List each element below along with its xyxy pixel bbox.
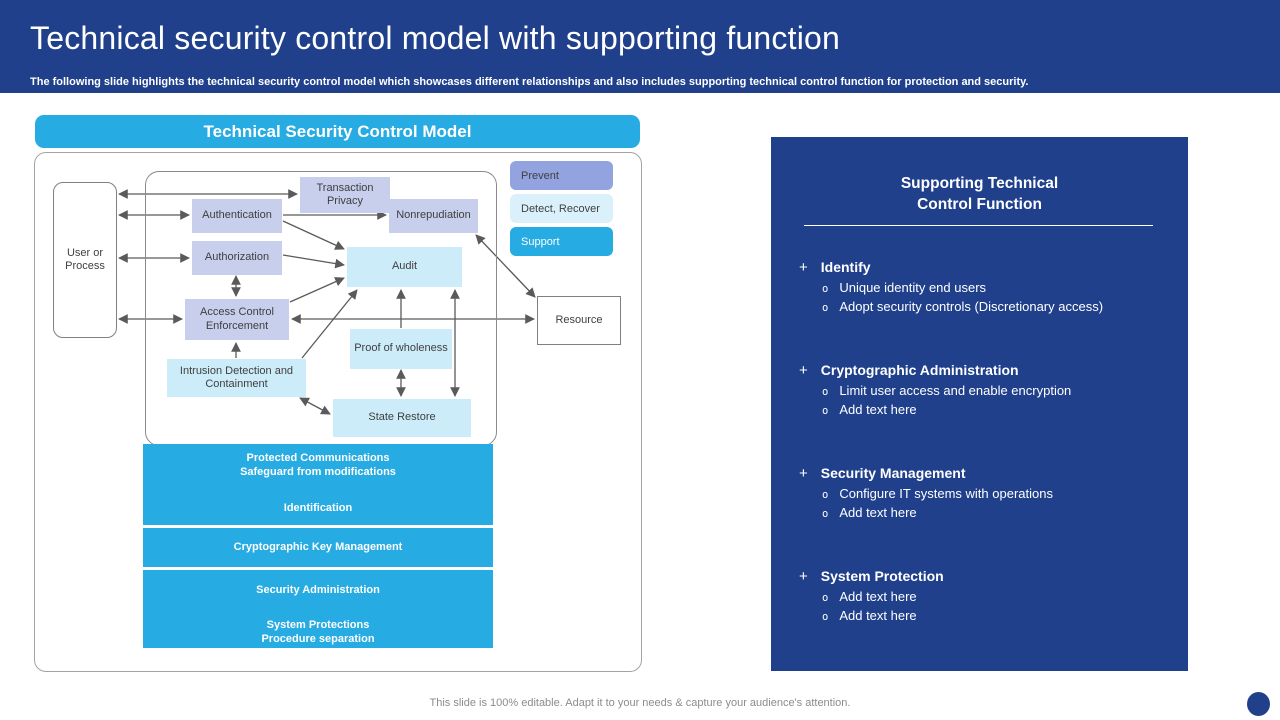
box-authentication: Authentication xyxy=(192,199,282,233)
box-user-or-process: User or Process xyxy=(53,182,117,338)
section-item: o Adopt security controls (Discretionary… xyxy=(822,299,1180,314)
plus-bullet-icon: + xyxy=(799,465,808,482)
circle-bullet-icon: o xyxy=(822,611,829,623)
box-resource: Resource xyxy=(537,296,621,345)
legend-support: Support xyxy=(510,227,613,256)
corner-dot xyxy=(1247,692,1270,716)
footer-note: This slide is 100% editable. Adapt it to… xyxy=(429,697,851,709)
section-item: o Configure IT systems with operations xyxy=(822,486,1180,501)
bar-line: System Protections xyxy=(266,619,370,631)
circle-bullet-icon: o xyxy=(822,405,829,417)
box-state-restore: State Restore xyxy=(333,399,471,437)
section-system-protection: + System Protection o Add text here o Ad… xyxy=(799,568,1180,623)
model-title-bar: Technical Security Control Model xyxy=(35,115,640,148)
box-access-control-enforcement: Access Control Enforcement xyxy=(185,299,289,340)
support-panel: Supporting Technical Control Function + … xyxy=(771,137,1188,671)
circle-bullet-icon: o xyxy=(822,592,829,604)
section-heading: + Security Management xyxy=(799,465,1180,482)
section-heading: + Identify xyxy=(799,259,1180,276)
box-nonrepudiation: Nonrepudiation xyxy=(389,199,478,233)
bar-line: Security Administration xyxy=(256,584,380,596)
section-item: o Add text here xyxy=(822,608,1180,623)
plus-bullet-icon: + xyxy=(799,259,808,276)
circle-bullet-icon: o xyxy=(822,386,829,398)
legend-prevent: Prevent xyxy=(510,161,613,190)
circle-bullet-icon: o xyxy=(822,283,829,295)
bar-line: Safeguard from modifications xyxy=(240,466,396,478)
bar-line: Protected Communications xyxy=(246,452,390,464)
circle-bullet-icon: o xyxy=(822,489,829,501)
support-title-rule xyxy=(804,225,1153,226)
section-heading: + Cryptographic Administration xyxy=(799,362,1180,379)
bar-protected-communications: Protected Communications Safeguard from … xyxy=(143,444,493,525)
section-title: Cryptographic Administration xyxy=(820,362,1019,378)
section-security-management: + Security Management o Configure IT sys… xyxy=(799,465,1180,520)
item-text: Add text here xyxy=(839,589,917,604)
legend-detect-recover: Detect, Recover xyxy=(510,194,613,223)
bar-line: Identification xyxy=(283,502,353,514)
model-diagram: User or Process Transaction Privacy Auth… xyxy=(34,152,642,672)
bar-line: Procedure separation xyxy=(261,633,375,645)
section-title: System Protection xyxy=(820,568,944,584)
page-subtitle: The following slide highlights the techn… xyxy=(30,76,1029,88)
item-text: Adopt security controls (Discretionary a… xyxy=(839,299,1104,314)
section-cryptographic-administration: + Cryptographic Administration o Limit u… xyxy=(799,362,1180,417)
circle-bullet-icon: o xyxy=(822,302,829,314)
support-panel-title: Supporting Technical Control Function xyxy=(900,175,1059,213)
section-item: o Add text here xyxy=(822,589,1180,604)
item-text: Unique identity end users xyxy=(839,280,987,295)
box-audit: Audit xyxy=(347,247,462,287)
section-title: Identify xyxy=(820,259,871,275)
section-item: o Unique identity end users xyxy=(822,280,1180,295)
diagram-arrows xyxy=(118,189,536,415)
section-item: o Add text here xyxy=(822,505,1180,520)
item-text: Limit user access and enable encryption xyxy=(839,383,1072,398)
section-title: Security Management xyxy=(820,465,966,481)
box-proof-of-wholeness: Proof of wholeness xyxy=(350,329,452,369)
section-item: o Add text here xyxy=(822,402,1180,417)
item-text: Add text here xyxy=(839,608,917,623)
item-text: Add text here xyxy=(839,402,917,417)
section-identify: + Identify o Unique identity end users o… xyxy=(799,259,1180,314)
box-authorization: Authorization xyxy=(192,241,282,275)
bar-cryptographic-key-management: Cryptographic Key Management xyxy=(143,528,493,567)
circle-bullet-icon: o xyxy=(822,508,829,520)
header-band: Technical security control model with su… xyxy=(0,0,1280,93)
item-text: Configure IT systems with operations xyxy=(839,486,1053,501)
page-title: Technical security control model with su… xyxy=(30,20,841,56)
section-heading: + System Protection xyxy=(799,568,1180,585)
section-item: o Limit user access and enable encryptio… xyxy=(822,383,1180,398)
plus-bullet-icon: + xyxy=(799,362,808,379)
plus-bullet-icon: + xyxy=(799,568,808,585)
box-transaction-privacy: Transaction Privacy xyxy=(300,177,390,213)
box-intrusion-detection: Intrusion Detection and Containment xyxy=(167,359,306,397)
bar-security-administration: Security Administration System Protectio… xyxy=(143,570,493,648)
item-text: Add text here xyxy=(839,505,917,520)
